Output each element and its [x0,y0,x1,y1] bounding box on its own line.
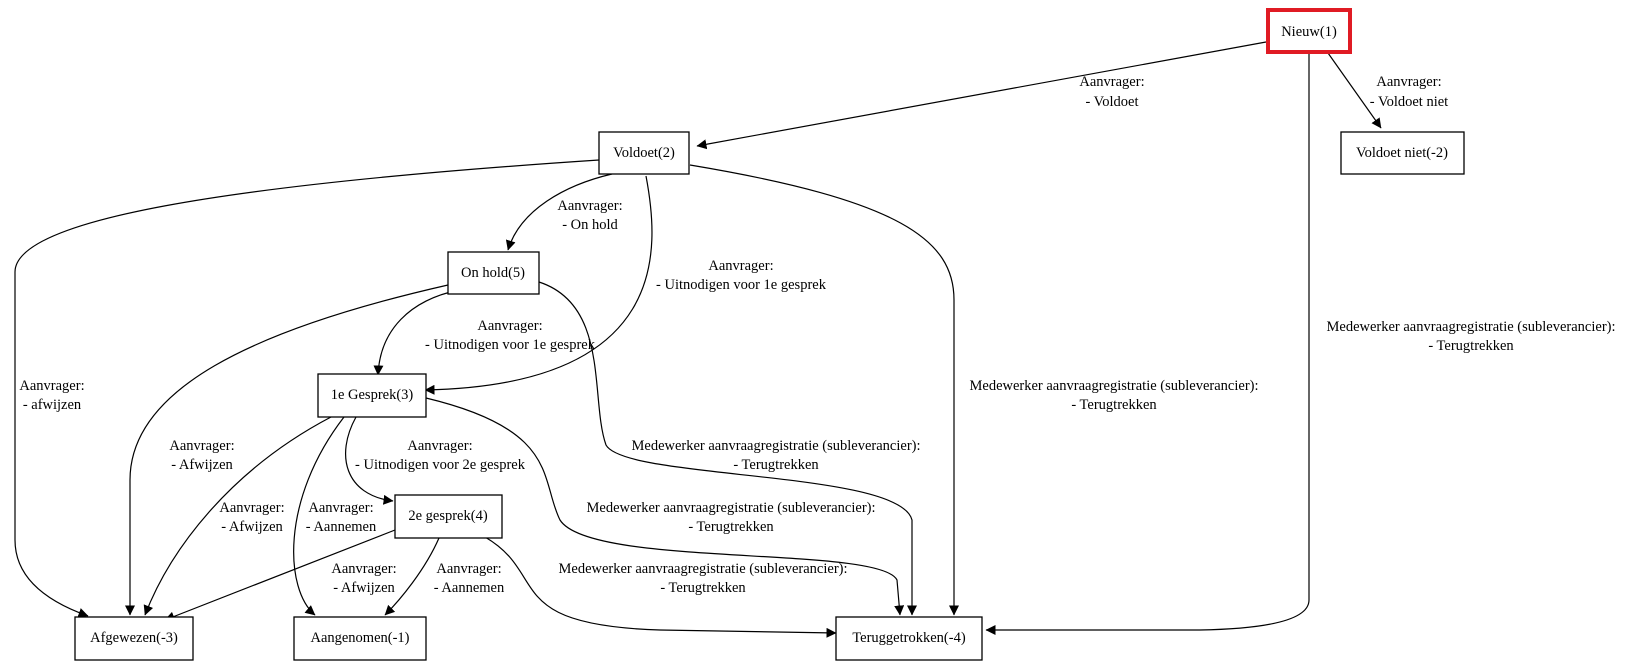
edge-label-line: - Voldoet [1085,94,1138,110]
edge-label-line: - Aannemen [306,519,377,535]
edge-label-line: Medewerker aanvraagregistratie (sublever… [558,561,847,577]
svg-text:Medewerker aanvraagregistratie: Medewerker aanvraagregistratie (sublever… [631,438,920,473]
edge-label-line: Aanvrager: [1376,74,1441,90]
edge-on-hold-gesprek1: Aanvrager: - Uitnodigen voor 1e gesprek [373,289,596,376]
edge-label-line: Aanvrager: [708,258,773,274]
edge-voldoet-afgewezen: Aanvrager: - afwijzen [14,159,600,618]
svg-text:Aanvrager:- Aannemen: Aanvrager: - Aannemen [306,500,377,535]
edge-label-line: Aanvrager: [219,500,284,516]
edge-on-hold-afgewezen: Aanvrager: - Afwijzen [125,284,449,616]
svg-text:Aanvrager:- Voldoet: Aanvrager: - Voldoet [1079,74,1144,110]
node-label: Teruggetrokken(-4) [852,630,965,646]
edge-nieuw-voldoet: Aanvrager: - Voldoet [696,41,1267,150]
edge-gesprek1-gesprek2: Aanvrager: - Uitnodigen voor 2e gesprek [344,416,526,505]
edge-label-line: - Terugtrekken [1428,338,1514,354]
edge-gesprek2-teruggetrokken: Medewerker aanvraagregistratie (sublever… [484,536,848,638]
edge-voldoet-on-hold: Aanvrager: - On hold [505,173,623,251]
edges: Aanvrager: - Voldoet Aanvrager: - Voldoet … [14,41,1616,638]
edge-label-line: - Terugtrekken [660,580,746,596]
edge-label-line: Aanvrager: [19,378,84,394]
svg-text:Aanvrager:- Aannemen: Aanvrager: - Aannemen [434,561,505,596]
node-afgewezen[interactable]: Afgewezen(-3) [74,616,194,661]
node-label: On hold(5) [461,265,525,281]
edge-label-line: Aanvrager: [331,561,396,577]
edge-voldoet-gesprek1: Aanvrager: - Uitnodigen voor 1e gesprek [424,175,827,395]
svg-text:Medewerker aanvraagregistratie: Medewerker aanvraagregistratie (sublever… [1326,319,1615,354]
node-label: 1e Gesprek(3) [331,387,414,403]
edge-label-line: Medewerker aanvraagregistratie (sublever… [1326,319,1615,335]
edge-label-line: Aanvrager: [169,438,234,454]
svg-text:Medewerker aanvraagregistratie: Medewerker aanvraagregistratie (sublever… [969,378,1258,413]
edge-label-line: Medewerker aanvraagregistratie (sublever… [969,378,1258,394]
edge-label-line: - Afwijzen [171,457,233,473]
nodes: Nieuw(1) Voldoet(2) Voldoet niet(-2) On … [74,8,1465,661]
edge-label-line: - Terugtrekken [1071,397,1157,413]
node-label: Nieuw(1) [1281,24,1337,40]
edge-label-line: - Voldoet niet [1370,94,1448,110]
svg-text:Aanvrager:- Uitnodigen voor 1e: Aanvrager: - Uitnodigen voor 1e gesprek [425,318,596,353]
node-teruggetrokken[interactable]: Teruggetrokken(-4) [835,616,983,661]
edge-gesprek1-teruggetrokken: Medewerker aanvraagregistratie (sublever… [425,397,905,616]
edge-label-line: - afwijzen [23,397,82,413]
edge-gesprek2-afgewezen: Aanvrager: - Afwijzen [164,529,397,622]
svg-text:Aanvrager:- Afwijzen: Aanvrager: - Afwijzen [331,561,396,596]
edge-label-line: Aanvrager: [1079,74,1144,90]
svg-text:Medewerker aanvraagregistratie: Medewerker aanvraagregistratie (sublever… [586,500,875,535]
node-nieuw[interactable]: Nieuw(1) [1266,8,1352,54]
node-voldoet[interactable]: Voldoet(2) [598,131,690,175]
node-label: Aangenomen(-1) [310,630,409,646]
edge-label-line: Medewerker aanvraagregistratie (sublever… [631,438,920,454]
node-on-hold[interactable]: On hold(5) [447,251,540,295]
edge-label-line: - Afwijzen [221,519,283,535]
edge-voldoet-teruggetrokken: Medewerker aanvraagregistratie (sublever… [689,164,1259,616]
edge-nieuw-teruggetrokken: Medewerker aanvraagregistratie (sublever… [985,53,1616,635]
svg-text:Aanvrager:- Uitnodigen voor 2e: Aanvrager: - Uitnodigen voor 2e gesprek [355,438,526,473]
edge-label-line: - Uitnodigen voor 1e gesprek [425,337,596,353]
edge-label-line: - Uitnodigen voor 2e gesprek [355,457,526,473]
svg-text:Aanvrager:- Afwijzen: Aanvrager: - Afwijzen [219,500,284,535]
edge-label-line: - Terugtrekken [733,457,819,473]
edge-gesprek1-aangenomen: Aanvrager: - Aannemen [293,416,377,616]
svg-text:Aanvrager:- Uitnodigen voor 1e: Aanvrager: - Uitnodigen voor 1e gesprek [656,258,827,293]
edge-label-line: Medewerker aanvraagregistratie (sublever… [586,500,875,516]
node-gesprek1[interactable]: 1e Gesprek(3) [317,373,427,418]
edge-nieuw-voldoet-niet: Aanvrager: - Voldoet niet [1327,52,1448,129]
edge-label-line: Aanvrager: [407,438,472,454]
svg-text:Aanvrager:- Voldoet niet: Aanvrager: - Voldoet niet [1370,74,1448,110]
edge-label-line: - Afwijzen [333,580,395,596]
edge-label-line: Aanvrager: [436,561,501,577]
edge-label-line: - On hold [562,217,618,233]
svg-text:Aanvrager:- On hold: Aanvrager: - On hold [557,198,622,233]
edge-gesprek2-aangenomen: Aanvrager: - Aannemen [384,537,505,616]
edge-label-line: Aanvrager: [308,500,373,516]
node-label: Afgewezen(-3) [90,630,178,646]
node-label: 2e gesprek(4) [408,508,487,524]
svg-text:Aanvrager:- afwijzen: Aanvrager: - afwijzen [19,378,84,413]
edge-label-line: - Terugtrekken [688,519,774,535]
edge-label-line: - Aannemen [434,580,505,596]
node-label: Voldoet(2) [613,145,675,161]
node-label: Voldoet niet(-2) [1356,145,1448,161]
edge-label-line: - Uitnodigen voor 1e gesprek [656,277,827,293]
edge-gesprek1-afgewezen: Aanvrager: - Afwijzen [143,416,332,616]
svg-text:Medewerker aanvraagregistratie: Medewerker aanvraagregistratie (sublever… [558,561,847,596]
node-voldoet-niet[interactable]: Voldoet niet(-2) [1340,131,1465,175]
svg-text:Aanvrager:- Afwijzen: Aanvrager: - Afwijzen [169,438,234,473]
edge-label-line: Aanvrager: [477,318,542,334]
edge-on-hold-teruggetrokken: Medewerker aanvraagregistratie (sublever… [538,281,921,616]
edge-label-line: Aanvrager: [557,198,622,214]
node-gesprek2[interactable]: 2e gesprek(4) [394,494,503,539]
node-aangenomen[interactable]: Aangenomen(-1) [293,616,427,661]
